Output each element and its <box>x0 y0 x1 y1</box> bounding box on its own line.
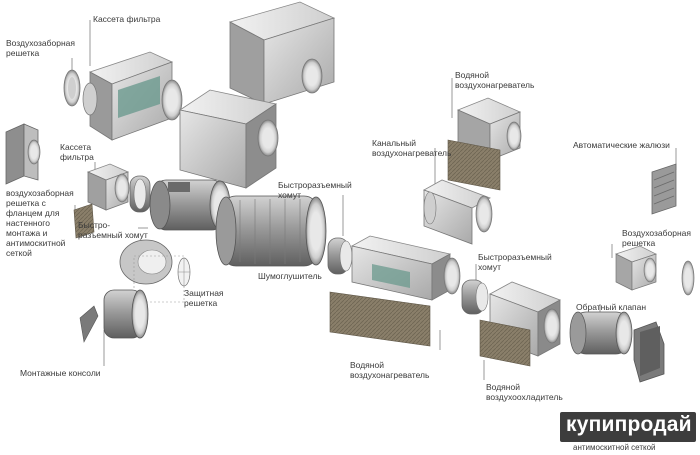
motor-housing-icon <box>103 289 149 339</box>
label-water-heater-bottom: Водяной воздухонагреватель <box>350 360 430 380</box>
label-filter-cassette-top: Кассета фильтра <box>93 14 161 24</box>
label-quick-clamp-left: Быстро- разъемный хомут <box>78 220 148 240</box>
intake-grille-top-icon <box>63 69 81 107</box>
label-intake-grille-top: Воздухозаборная решетка <box>6 38 75 58</box>
water-cooler-icon <box>479 281 561 367</box>
watermark-caption: антимоскитной сеткой <box>573 443 656 452</box>
label-auto-louvres: Автоматические жалюзи <box>573 140 670 150</box>
label-filter-cassette-left: Кассета фильтра <box>60 142 94 162</box>
label-wall-intake-grille: воздухозаборная решетка с фланцем для на… <box>6 188 74 258</box>
label-water-cooler: Водяной воздухоохладитель <box>486 382 563 402</box>
label-mounting-brackets: Монтажные консоли <box>20 368 101 378</box>
check-valve-icon <box>569 311 633 355</box>
quick-clamp-right-icon <box>461 279 489 315</box>
outlet-grille-icon <box>633 321 665 383</box>
auto-louvres-icon <box>651 163 677 215</box>
mounting-brackets-icon <box>79 305 99 343</box>
water-heater-top-icon <box>447 97 522 191</box>
water-heater-unit-icon <box>329 235 461 347</box>
unit-box-middle-icon <box>178 89 279 189</box>
quick-clamp-center-icon <box>327 237 353 275</box>
watermark-brand: купипродай <box>566 413 692 436</box>
silencer-icon <box>215 195 327 267</box>
label-intake-grille-right: Воздухозаборная решетка <box>622 228 691 248</box>
protective-grille-icon <box>177 257 191 287</box>
quick-clamp-left-icon <box>129 175 151 213</box>
intake-grille-right-icon <box>615 245 695 296</box>
watermark-badge <box>560 412 696 442</box>
label-duct-heater: Канальный воздухонагреватель <box>372 138 452 158</box>
label-water-heater-top: Водяной воздухонагреватель <box>455 70 535 90</box>
label-protective-grille: Защитная решетка <box>184 288 224 308</box>
filter-cassette-top-icon <box>82 51 183 141</box>
label-check-valve: Обратный клапан <box>576 302 647 312</box>
filter-cassette-left-icon <box>73 163 130 239</box>
unit-box-top-icon <box>228 1 336 105</box>
duct-heater-icon <box>423 179 493 245</box>
label-quick-clamp-center: Быстроразъемный хомут <box>278 180 352 200</box>
wall-intake-grille-icon <box>5 123 41 185</box>
label-quick-clamp-right: Быстроразъемный хомут <box>478 252 552 272</box>
label-silencer: Шумоглушитель <box>258 271 322 281</box>
